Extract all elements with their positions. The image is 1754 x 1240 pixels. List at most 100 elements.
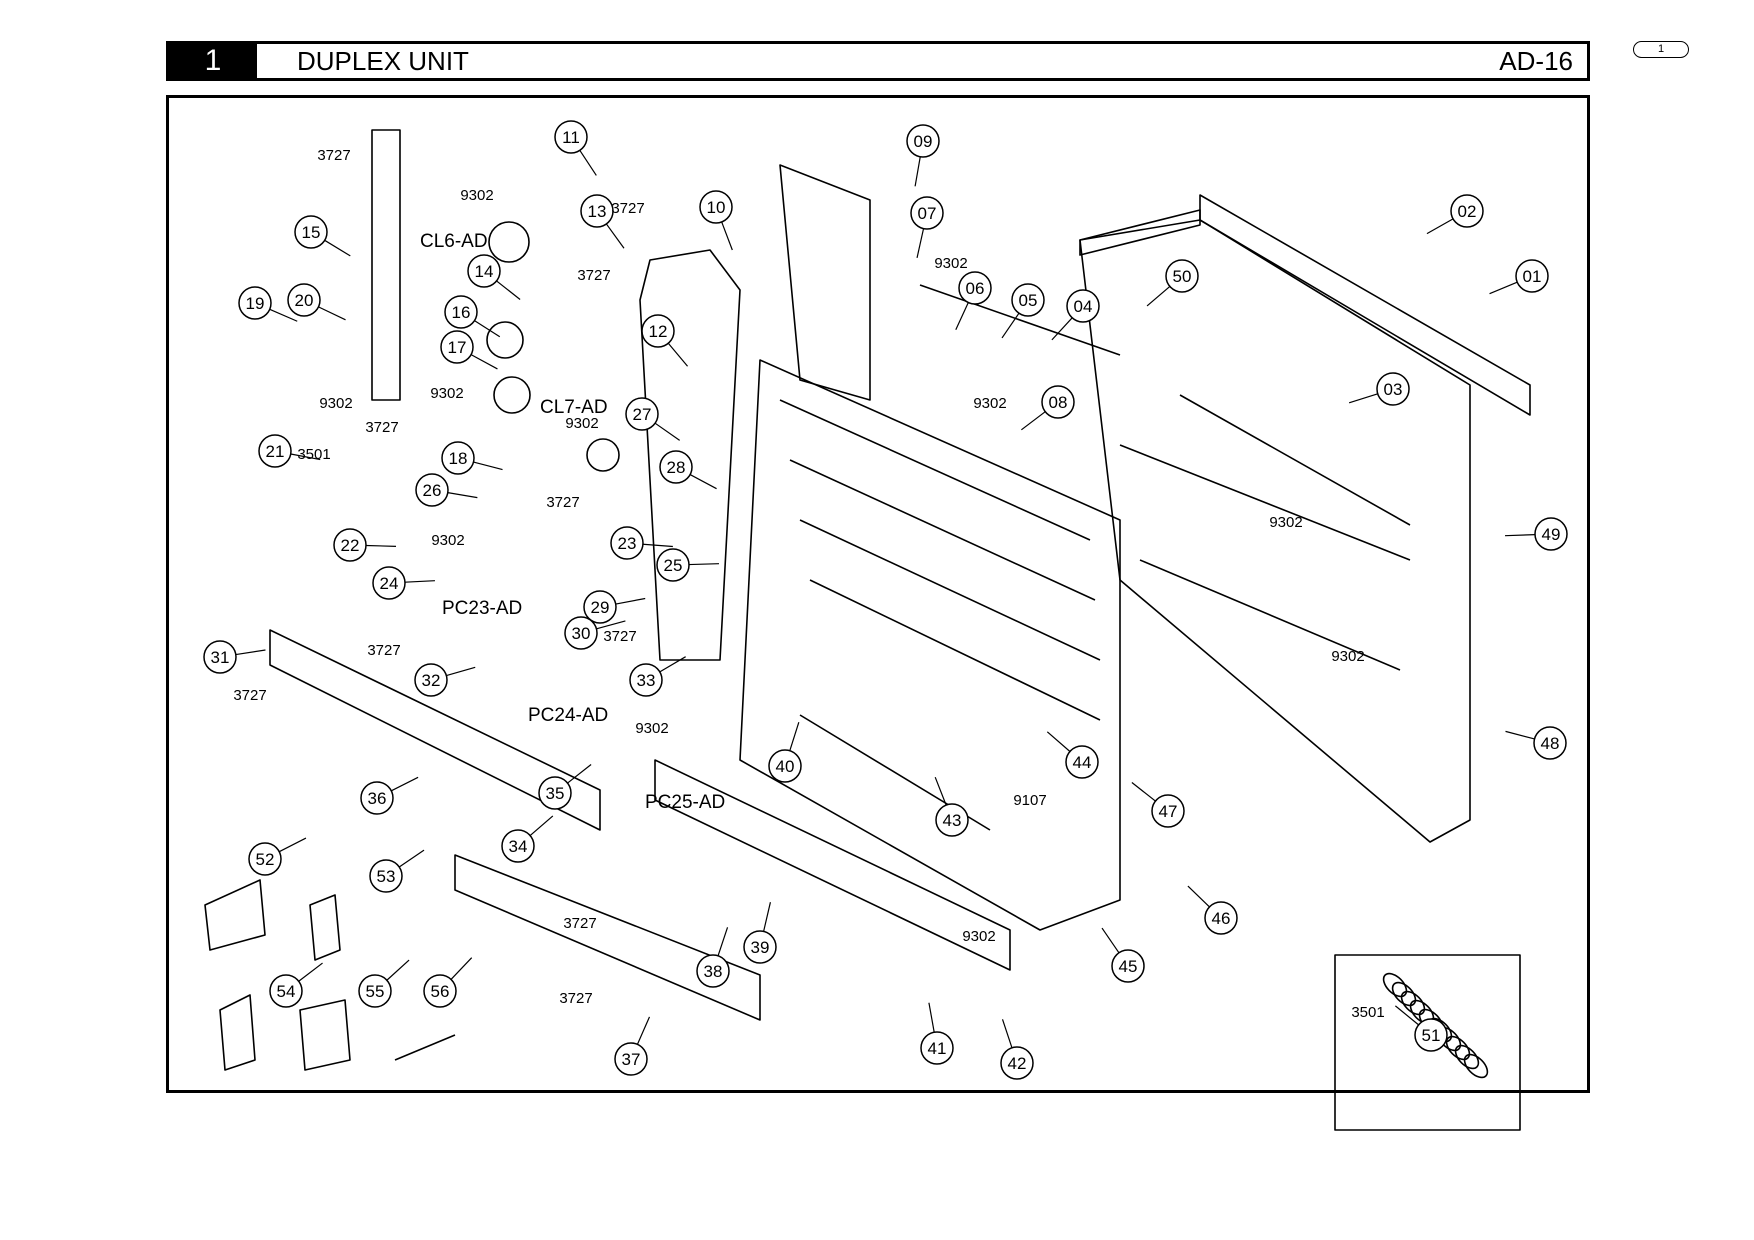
fastener-code-9302: 9302 (1269, 514, 1302, 531)
callout-01: 01 (1515, 259, 1549, 293)
leader-38 (717, 927, 729, 957)
leader-27 (654, 422, 680, 441)
fastener-code-9107: 9107 (1013, 792, 1046, 809)
leader-02 (1426, 218, 1454, 235)
svg-text:44: 44 (1073, 753, 1092, 772)
callout-07: 07 (910, 196, 944, 230)
callout-08: 08 (1041, 385, 1075, 419)
roller-shaft-2 (1119, 444, 1411, 561)
svg-text:16: 16 (452, 303, 471, 322)
component-label-pc23-ad: PC23-AD (442, 598, 522, 619)
leader-32 (446, 666, 476, 677)
callout-35: 35 (538, 776, 572, 810)
callout-46: 46 (1204, 901, 1238, 935)
leader-36 (391, 776, 419, 792)
callout-32: 32 (414, 663, 448, 697)
callout-20: 20 (287, 283, 321, 317)
side-plate (639, 249, 741, 661)
callout-52: 52 (248, 842, 282, 876)
left-frame-plate (371, 129, 401, 401)
leader-39 (763, 902, 772, 932)
fastener-code-9302: 9302 (934, 255, 967, 272)
spring-coil-51 (1391, 981, 1417, 1007)
fastener-code-9302: 9302 (1331, 648, 1364, 665)
leader-52 (278, 837, 307, 853)
callout-43: 43 (935, 803, 969, 837)
ribs-panel (779, 399, 1101, 721)
roller-shaft-1 (1179, 394, 1411, 526)
spring-coil-51 (1382, 972, 1408, 998)
callout-53: 53 (369, 859, 403, 893)
shaft-upper (919, 284, 1121, 356)
part-drawings (204, 129, 1531, 1131)
leader-30 (596, 620, 626, 630)
bracket-55 (299, 999, 351, 1071)
duplex-base-frame (1079, 219, 1471, 843)
callout-23: 23 (610, 526, 644, 560)
svg-text:30: 30 (572, 624, 591, 643)
callout-38: 38 (696, 954, 730, 988)
title-bar: 1 DUPLEX UNIT AD-16 (166, 41, 1590, 81)
svg-text:53: 53 (377, 867, 396, 886)
top-cover (1199, 194, 1531, 416)
leader-33 (659, 656, 686, 673)
fastener-code-3727: 3727 (233, 687, 266, 704)
component-label-cl6-ad: CL6-AD (420, 231, 488, 252)
callout-29: 29 (583, 590, 617, 624)
svg-text:34: 34 (509, 837, 528, 856)
bracket-52 (204, 879, 266, 951)
fastener-code-3727: 3727 (563, 915, 596, 932)
fastener-code-3727: 3727 (367, 642, 400, 659)
callout-21: 21 (258, 434, 292, 468)
svg-text:46: 46 (1212, 909, 1231, 928)
leader-51 (1395, 1005, 1419, 1026)
svg-text:45: 45 (1119, 957, 1138, 976)
callout-09: 09 (906, 124, 940, 158)
leader-18 (473, 461, 503, 471)
svg-text:25: 25 (664, 556, 683, 575)
svg-text:54: 54 (277, 982, 296, 1001)
callout-25: 25 (656, 548, 690, 582)
fastener-code-3727: 3727 (365, 419, 398, 436)
component-label-pc25-ad: PC25-AD (645, 792, 725, 813)
fastener-code-3501: 3501 (297, 446, 330, 463)
callout-39: 39 (743, 930, 777, 964)
callout-56: 56 (423, 974, 457, 1008)
bracket-54 (219, 994, 256, 1071)
svg-text:08: 08 (1049, 393, 1068, 412)
svg-text:42: 42 (1008, 1054, 1027, 1073)
spring-coil-51 (1454, 1044, 1480, 1070)
svg-text:51: 51 (1422, 1026, 1441, 1045)
svg-text:48: 48 (1541, 734, 1560, 753)
svg-text:09: 09 (914, 132, 933, 151)
component-label-pc24-ad: PC24-AD (528, 705, 608, 726)
fastener-code-3727: 3727 (546, 494, 579, 511)
leader-43 (934, 776, 947, 806)
leader-23 (642, 543, 673, 548)
svg-text:39: 39 (751, 938, 770, 957)
callout-15: 15 (294, 215, 328, 249)
callout-13: 13 (580, 194, 614, 228)
leader-40 (789, 721, 800, 751)
leader-41 (928, 1002, 935, 1033)
svg-text:06: 06 (966, 279, 985, 298)
section-title: DUPLEX UNIT (297, 46, 469, 76)
callout-48: 48 (1533, 726, 1567, 760)
callout-36: 36 (360, 781, 394, 815)
svg-text:35: 35 (546, 784, 565, 803)
leader-26 (447, 492, 478, 499)
leader-05 (1001, 312, 1020, 339)
component-label-cl7-ad: CL7-AD (540, 397, 608, 418)
callout-06: 06 (958, 271, 992, 305)
callout-28: 28 (659, 450, 693, 484)
bracket-53 (309, 894, 341, 961)
leader-20 (318, 306, 346, 321)
base-lip (1079, 209, 1201, 256)
callout-34: 34 (501, 829, 535, 863)
callout-41: 41 (920, 1031, 954, 1065)
callout-51: 51 (1414, 1018, 1448, 1052)
leader-31 (235, 649, 266, 656)
callout-31: 31 (203, 640, 237, 674)
